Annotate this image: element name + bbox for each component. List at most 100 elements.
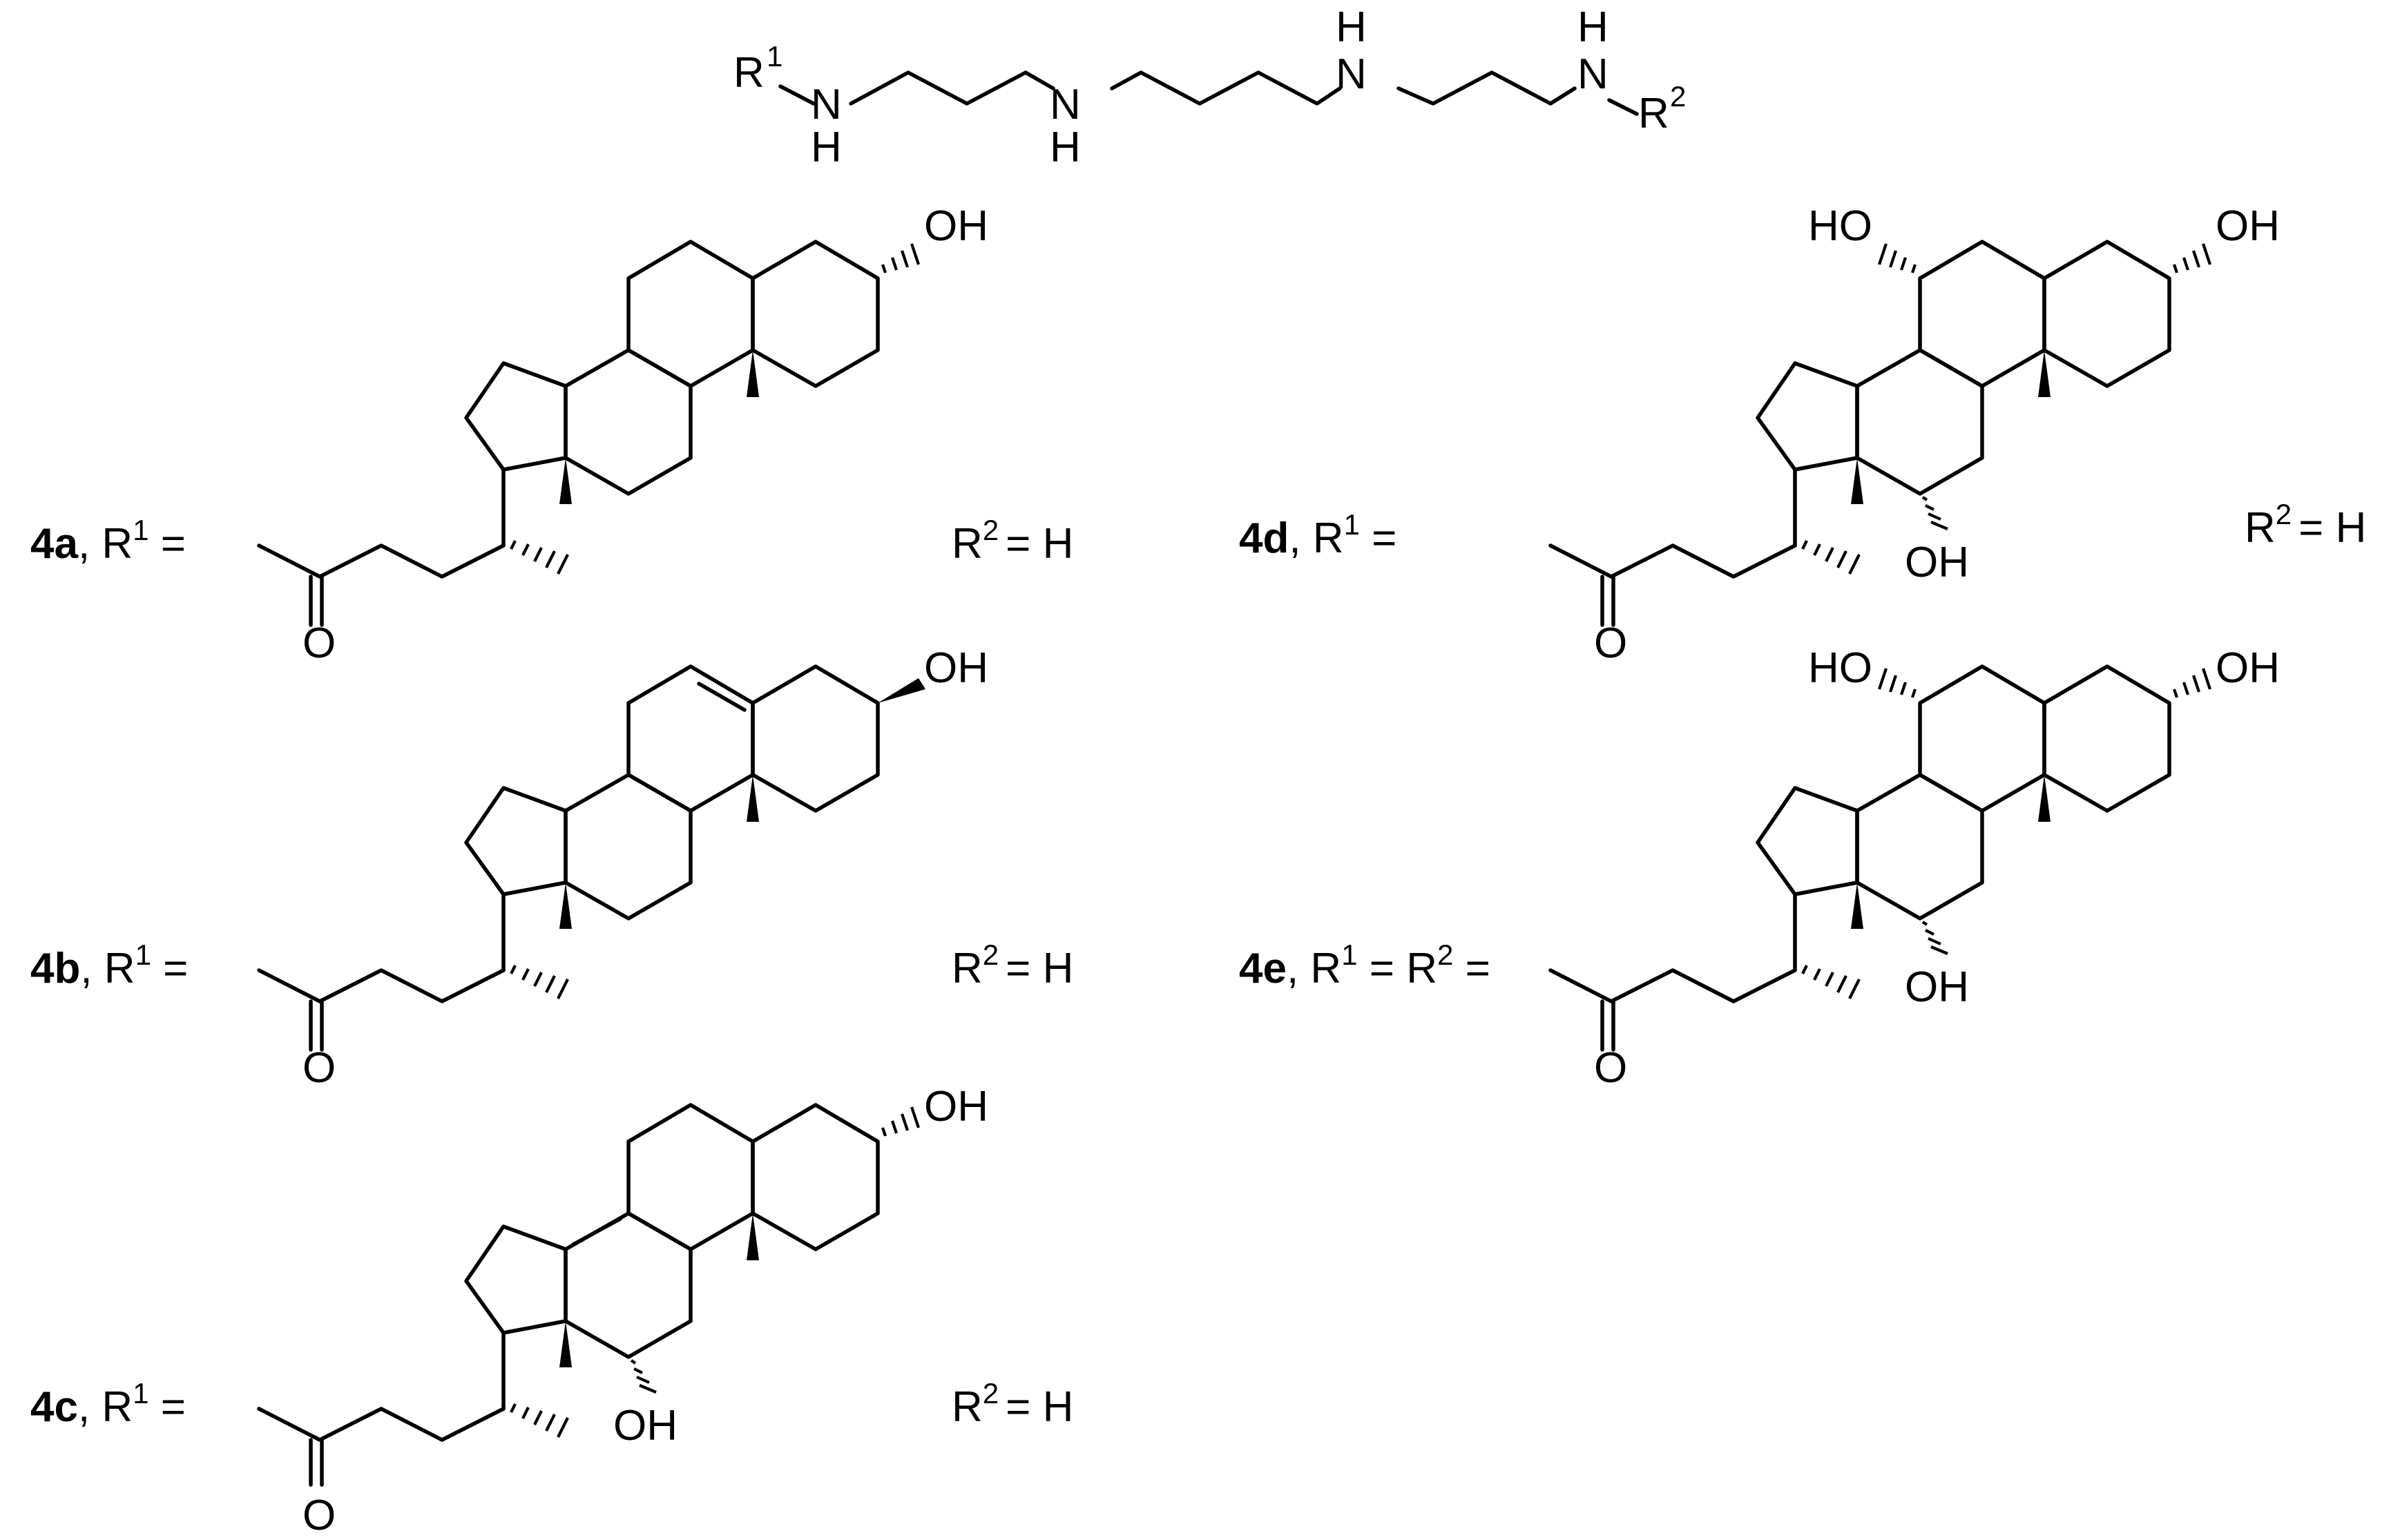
steroid-4e: O OH HO OH <box>1548 644 2280 1092</box>
caption-equals: = <box>1360 514 1396 562</box>
r2-r: R <box>2245 504 2276 552</box>
scaffold-backbone-1 <box>849 70 1055 106</box>
caption-r: , R <box>78 520 133 568</box>
steroid-4b: O OH <box>257 644 988 1092</box>
scaffold-backbone-2 <box>1110 70 1342 106</box>
group-label-oh-c3: OH <box>2216 644 2280 692</box>
group-label-oh-c3: OH <box>924 1083 988 1130</box>
ring-b <box>1918 664 2046 813</box>
scaffold-h3-label: H <box>1336 3 1367 51</box>
ring-a <box>751 1103 880 1251</box>
caption-superscript: 1 <box>1341 939 1357 971</box>
ring-d <box>1756 786 1859 896</box>
scaffold-r2-superscript: 2 <box>1670 80 1686 113</box>
group-label-o: O <box>303 1492 336 1537</box>
caption-superscript: 1 <box>133 514 148 546</box>
group-label-o: O <box>1594 619 1627 667</box>
wedge-c19-methyl <box>2038 775 2051 822</box>
caption-equals-2: = <box>1453 945 1490 992</box>
hash-bond-c20 <box>510 965 569 999</box>
hash-bond-c3 <box>881 243 920 273</box>
ring-c <box>1855 773 1984 921</box>
wedge-c19-methyl <box>747 775 759 822</box>
caption-r: , R <box>1287 945 1341 992</box>
caption-superscript-2: 2 <box>1437 939 1453 971</box>
wedge-c3-oh <box>878 678 925 703</box>
caption-superscript: 1 <box>135 939 151 971</box>
group-label-oh-c7: OH <box>1905 539 1969 586</box>
group-label-oh-c7: OH <box>613 1402 678 1450</box>
r2-superscript: 2 <box>2276 498 2292 530</box>
r2-value: = H <box>2298 504 2366 552</box>
wedge-c18-methyl <box>559 1321 572 1367</box>
r2-r: R <box>952 1383 983 1431</box>
compound-id: 4e <box>1239 945 1287 992</box>
wedge-c19-methyl <box>2038 350 2051 397</box>
hash-bond-c11 <box>1878 243 1917 273</box>
ring-c <box>1855 348 1984 496</box>
steroid-4c: O OH OH <box>257 1083 988 1539</box>
hash-bond-c11 <box>1878 668 1917 698</box>
steroid-4a: O OH <box>257 202 988 667</box>
hash-bond-c20 <box>510 1403 569 1438</box>
scaffold-bond-r1 <box>778 84 816 106</box>
r2-superscript: 2 <box>983 514 999 546</box>
caption-4b: 4b, R1 = <box>30 939 188 992</box>
caption-equals: = <box>151 945 188 992</box>
ring-d <box>464 1224 568 1335</box>
hash-bond-c20 <box>1801 540 1861 575</box>
compound-4c: O OH OH 4c, R1 = R2= H <box>30 1083 1073 1539</box>
side-chain <box>257 968 506 1003</box>
group-label-ho-c11: HO <box>1808 202 1872 250</box>
double-bond-c5-c6 <box>697 682 747 712</box>
r2-caption-4b: R2= H <box>952 939 1073 992</box>
compound-id: 4c <box>30 1383 78 1431</box>
compound-id: 4d <box>1239 514 1289 562</box>
group-label-oh: OH <box>924 644 988 692</box>
wedge-c18-methyl <box>1851 458 1863 504</box>
compound-4e: O OH HO OH 4e, R1 = R2 = <box>1239 644 2280 1092</box>
caption-r: , R <box>1289 514 1343 562</box>
wedge-c19-methyl <box>747 350 759 397</box>
ring-b <box>626 240 755 388</box>
ring-c <box>564 348 693 496</box>
ring-b <box>1918 240 2046 388</box>
r2-value: = H <box>1006 945 1073 992</box>
caption-superscript: 1 <box>1344 508 1360 541</box>
compound-id: 4a <box>30 520 78 568</box>
scaffold-n3-label: N <box>1336 50 1367 98</box>
scaffold-n2-label: N <box>1050 81 1081 128</box>
ring-c <box>564 1211 693 1359</box>
wedge-c19-methyl <box>747 1213 759 1260</box>
ring-d <box>464 361 568 472</box>
ring-a <box>2042 664 2171 813</box>
group-label-ho-c11: HO <box>1808 644 1872 692</box>
r2-superscript: 2 <box>983 939 999 971</box>
caption-equals: = <box>149 520 186 568</box>
r2-r: R <box>952 520 983 568</box>
caption-4e: 4e, R1 = R2 = <box>1239 939 1490 992</box>
caption-4d: 4d, R1 = <box>1239 508 1396 562</box>
group-label-o: O <box>1594 1044 1627 1092</box>
group-label-o: O <box>303 1044 336 1092</box>
group-label-oh: OH <box>924 202 988 250</box>
steroid-4d: O OH HO OH <box>1548 202 2280 667</box>
ring-a <box>751 240 880 388</box>
r2-caption-4c: R2= H <box>952 1377 1073 1431</box>
ring-b <box>626 1103 755 1251</box>
compound-4d: O OH HO OH 4d, R1 = R2= H <box>1239 202 2366 667</box>
hash-bond-c3 <box>881 1106 920 1137</box>
r2-superscript: 2 <box>983 1377 999 1409</box>
hash-bond-c3 <box>2173 668 2211 698</box>
hash-bond-c20 <box>510 540 569 575</box>
hash-bond-c20 <box>1801 965 1861 999</box>
r2-caption-4a: R2= H <box>952 514 1073 568</box>
caption-4c: 4c, R1 = <box>30 1377 186 1431</box>
compound-4a: O OH 4a, R1 = R2= H <box>30 202 1073 667</box>
r2-caption-4d: R2= H <box>2245 498 2366 552</box>
compound-id: 4b <box>30 945 80 992</box>
hash-bond-c7 <box>630 1359 657 1394</box>
side-chain <box>257 543 506 579</box>
